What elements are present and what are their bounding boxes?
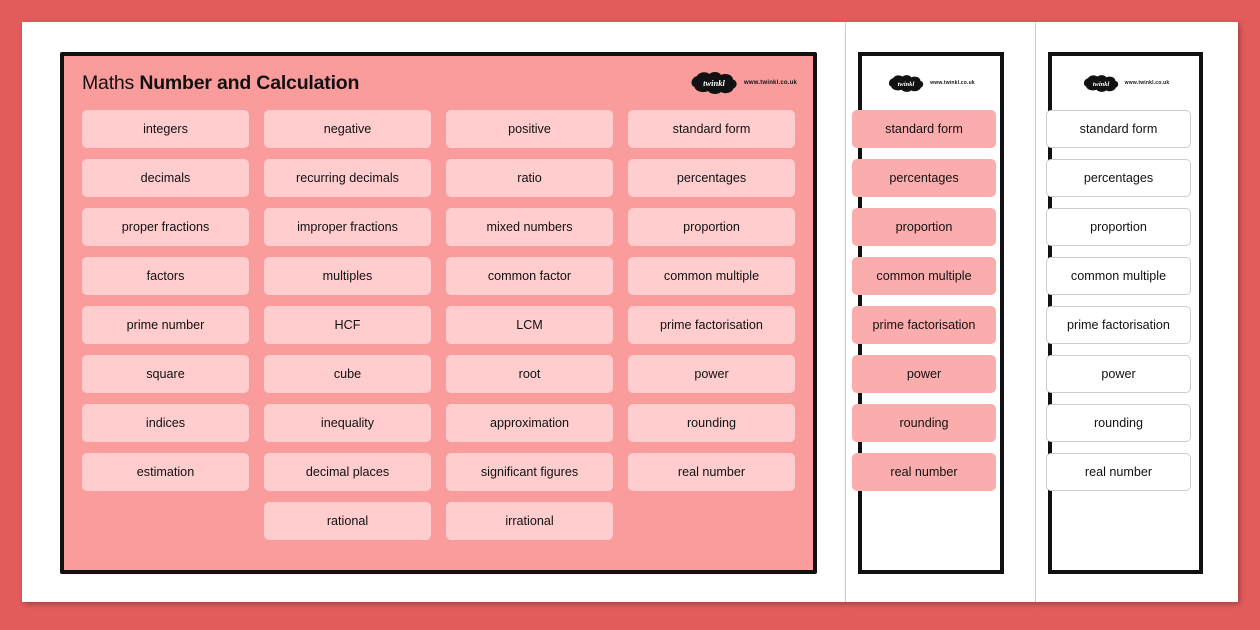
twinkl-logo: twinkl www.twinkl.co.uk	[1082, 74, 1170, 93]
card-header-main: Maths Number and Calculation twinkl www.…	[64, 56, 813, 110]
term-tile[interactable]: proportion	[628, 208, 795, 246]
term-tile[interactable]: standard form	[1046, 110, 1191, 148]
tile-column-3: positive ratio mixed numbers common fact…	[446, 110, 613, 540]
term-tile[interactable]: mixed numbers	[446, 208, 613, 246]
twinkl-logo: twinkl www.twinkl.co.uk	[887, 74, 975, 93]
term-tile[interactable]: decimals	[82, 159, 249, 197]
card-header-three: twinkl www.twinkl.co.uk	[1052, 56, 1199, 110]
term-tile[interactable]: multiples	[264, 257, 431, 295]
term-tile[interactable]: improper fractions	[264, 208, 431, 246]
term-tile[interactable]: root	[446, 355, 613, 393]
page-seam-left	[845, 22, 846, 602]
term-tile[interactable]: common multiple	[852, 257, 996, 295]
twinkl-cloud-icon: twinkl	[1082, 74, 1120, 93]
word-mat-card-three: twinkl www.twinkl.co.uk standard form pe…	[1046, 52, 1203, 574]
term-tile[interactable]: proportion	[1046, 208, 1191, 246]
term-list-three: standard form percentages proportion com…	[1046, 110, 1191, 507]
term-tile[interactable]: standard form	[628, 110, 795, 148]
term-tile[interactable]: percentages	[1046, 159, 1191, 197]
term-tile[interactable]: inequality	[264, 404, 431, 442]
term-tile[interactable]: decimal places	[264, 453, 431, 491]
tile-column-4: standard form percentages proportion com…	[628, 110, 795, 540]
title-subject: Maths	[82, 71, 135, 94]
term-tile[interactable]: rounding	[852, 404, 996, 442]
term-tile[interactable]: rational	[264, 502, 431, 540]
term-tile[interactable]: real number	[1046, 453, 1191, 491]
word-mat-card-main: Maths Number and Calculation twinkl www.…	[60, 52, 817, 574]
term-tile[interactable]: negative	[264, 110, 431, 148]
term-tile[interactable]: LCM	[446, 306, 613, 344]
term-tile[interactable]: percentages	[852, 159, 996, 197]
term-tile[interactable]: integers	[82, 110, 249, 148]
term-tile[interactable]: recurring decimals	[264, 159, 431, 197]
twinkl-url-text: www.twinkl.co.uk	[930, 80, 975, 86]
term-tile-grid: integers decimals proper fractions facto…	[64, 110, 813, 556]
term-tile[interactable]: estimation	[82, 453, 249, 491]
term-tile[interactable]: cube	[264, 355, 431, 393]
svg-text:twinkl: twinkl	[898, 80, 915, 87]
word-mat-card-two: twinkl www.twinkl.co.uk standard form pe…	[852, 52, 1004, 574]
term-tile[interactable]: significant figures	[446, 453, 613, 491]
term-tile[interactable]: power	[628, 355, 795, 393]
page-seam-right	[1035, 22, 1036, 602]
term-tile[interactable]: standard form	[852, 110, 996, 148]
term-tile[interactable]: power	[852, 355, 996, 393]
term-tile[interactable]: real number	[852, 453, 996, 491]
term-tile[interactable]: prime factorisation	[852, 306, 996, 344]
term-tile[interactable]: common multiple	[1046, 257, 1191, 295]
term-tile[interactable]: common factor	[446, 257, 613, 295]
tile-column-1: integers decimals proper fractions facto…	[82, 110, 249, 540]
term-tile[interactable]: HCF	[264, 306, 431, 344]
twinkl-cloud-icon: twinkl	[689, 71, 739, 95]
twinkl-url-text: www.twinkl.co.uk	[744, 80, 797, 86]
twinkl-logo: twinkl www.twinkl.co.uk	[689, 71, 797, 95]
svg-text:twinkl: twinkl	[703, 78, 725, 88]
twinkl-cloud-icon: twinkl	[887, 74, 925, 93]
term-tile[interactable]: irrational	[446, 502, 613, 540]
term-tile[interactable]: prime number	[82, 306, 249, 344]
card-header-two: twinkl www.twinkl.co.uk	[862, 56, 1000, 110]
term-tile[interactable]: prime factorisation	[628, 306, 795, 344]
term-tile[interactable]: power	[1046, 355, 1191, 393]
term-tile[interactable]: percentages	[628, 159, 795, 197]
term-tile[interactable]: prime factorisation	[1046, 306, 1191, 344]
term-tile[interactable]: approximation	[446, 404, 613, 442]
term-tile[interactable]: proper fractions	[82, 208, 249, 246]
tile-column-2: negative recurring decimals improper fra…	[264, 110, 431, 540]
term-tile[interactable]: positive	[446, 110, 613, 148]
term-tile[interactable]: rounding	[1046, 404, 1191, 442]
term-tile[interactable]: rounding	[628, 404, 795, 442]
svg-text:twinkl: twinkl	[1092, 80, 1109, 87]
title-topic: Number and Calculation	[139, 71, 360, 94]
term-tile[interactable]: proportion	[852, 208, 996, 246]
twinkl-url-text: www.twinkl.co.uk	[1124, 80, 1170, 86]
page-title: Maths Number and Calculation	[82, 72, 359, 95]
term-tile[interactable]: square	[82, 355, 249, 393]
term-list-two: standard form percentages proportion com…	[852, 110, 996, 507]
term-tile[interactable]: factors	[82, 257, 249, 295]
term-tile[interactable]: ratio	[446, 159, 613, 197]
term-tile[interactable]: real number	[628, 453, 795, 491]
term-tile[interactable]: indices	[82, 404, 249, 442]
term-tile[interactable]: common multiple	[628, 257, 795, 295]
